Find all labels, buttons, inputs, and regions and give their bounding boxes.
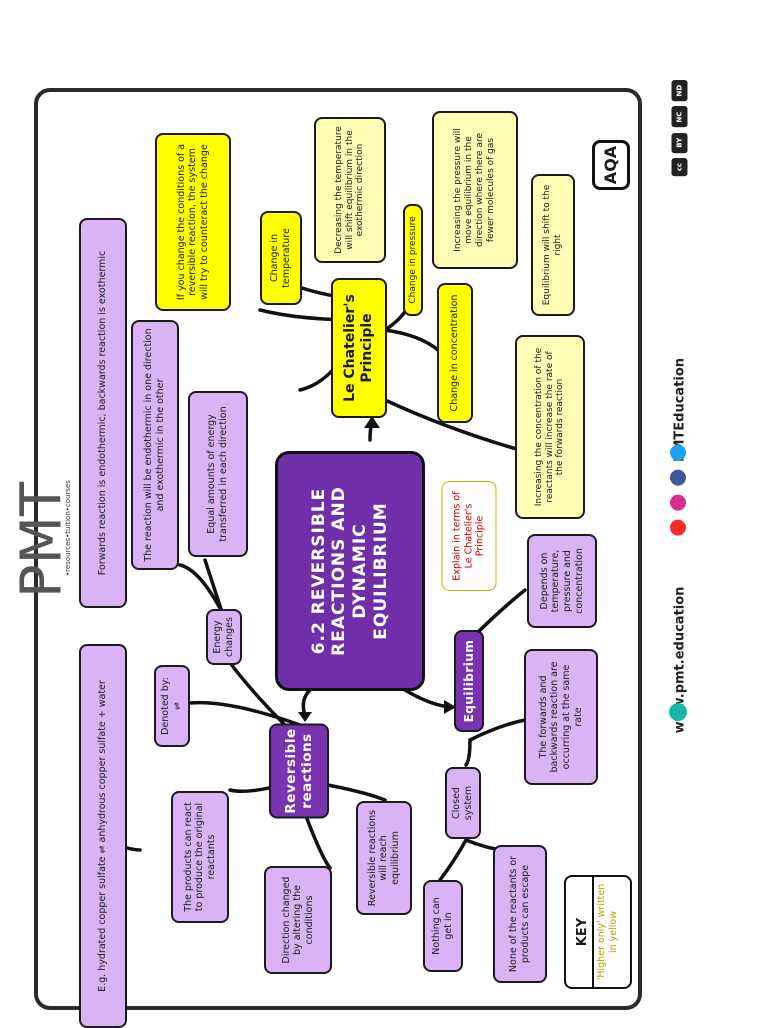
- change-in-temperature-node: Change in temperature: [260, 211, 302, 305]
- endo-exo-node: The reaction will be endothermic in one …: [131, 320, 179, 570]
- equilibrium-node: Equilibrium: [454, 630, 484, 732]
- products-react-node: The products can react to produce the or…: [171, 791, 229, 923]
- same-rate-node: The forwards and backwards reaction are …: [524, 649, 598, 785]
- change-in-concentration-node: Change in concentration: [437, 283, 473, 423]
- reactant-effect-node: Increasing the concentration of the reac…: [515, 335, 585, 519]
- reversible-reactions-node: Reversible reactions: [269, 723, 329, 819]
- main-title: 6.2 REVERSIBLE REACTIONS AND DYNAMIC EQU…: [275, 451, 425, 691]
- forwards-endothermic-node: Forwards reaction is endothermic, backwa…: [79, 218, 127, 608]
- depends-on-node: Depends on temperature, pressure and con…: [527, 534, 597, 628]
- social-icons[interactable]: [670, 442, 690, 537]
- none-escape-node: None of the reactants or products can es…: [493, 845, 547, 983]
- example-node: E.g. hydrated copper sulfate ⇌ anhydrous…: [79, 644, 127, 1028]
- le-chatelier-node: Le Chatelier's Principle: [331, 278, 387, 418]
- direction-changed-node: Direction changed by altering the condit…: [264, 866, 332, 974]
- instagram-icon[interactable]: [670, 494, 686, 511]
- denoted-by-node: Denoted by: ⇌: [154, 665, 190, 747]
- youtube-icon[interactable]: [670, 519, 686, 536]
- explain-note: Explain in terms of Le Chatelier's Princ…: [441, 481, 497, 591]
- concentration-effect-node: Equilibrium will shift to the right: [531, 174, 575, 316]
- cc-license: cc BY NC ND: [667, 79, 688, 177]
- energy-changes-node: Energy changes: [206, 609, 242, 665]
- temperature-effect-node: Decreasing the temperature will shift eq…: [314, 117, 386, 263]
- change-in-pressure-node: Change in pressure: [403, 204, 423, 316]
- pmt-tagline: •resources•tuition•courses: [64, 480, 72, 576]
- twitter-icon[interactable]: [670, 444, 686, 461]
- key-box: KEY 'Higher only' written in yellow: [564, 875, 632, 989]
- equal-energy-node: Equal amounts of energy transferred in e…: [188, 391, 248, 557]
- closed-system-node: Closed system: [445, 767, 481, 839]
- pressure-effect-node: Increasing the pressure will move equili…: [432, 111, 518, 269]
- aqa-badge: AQA: [592, 140, 630, 190]
- website-icon[interactable]: [669, 703, 691, 721]
- reach-equilibrium-node: Reversible reactions will reach equilibr…: [356, 801, 412, 915]
- facebook-icon[interactable]: [670, 469, 686, 486]
- nothing-in-node: Nothing can get in: [423, 880, 463, 972]
- definition-node: If you change the conditions of a revers…: [155, 133, 231, 311]
